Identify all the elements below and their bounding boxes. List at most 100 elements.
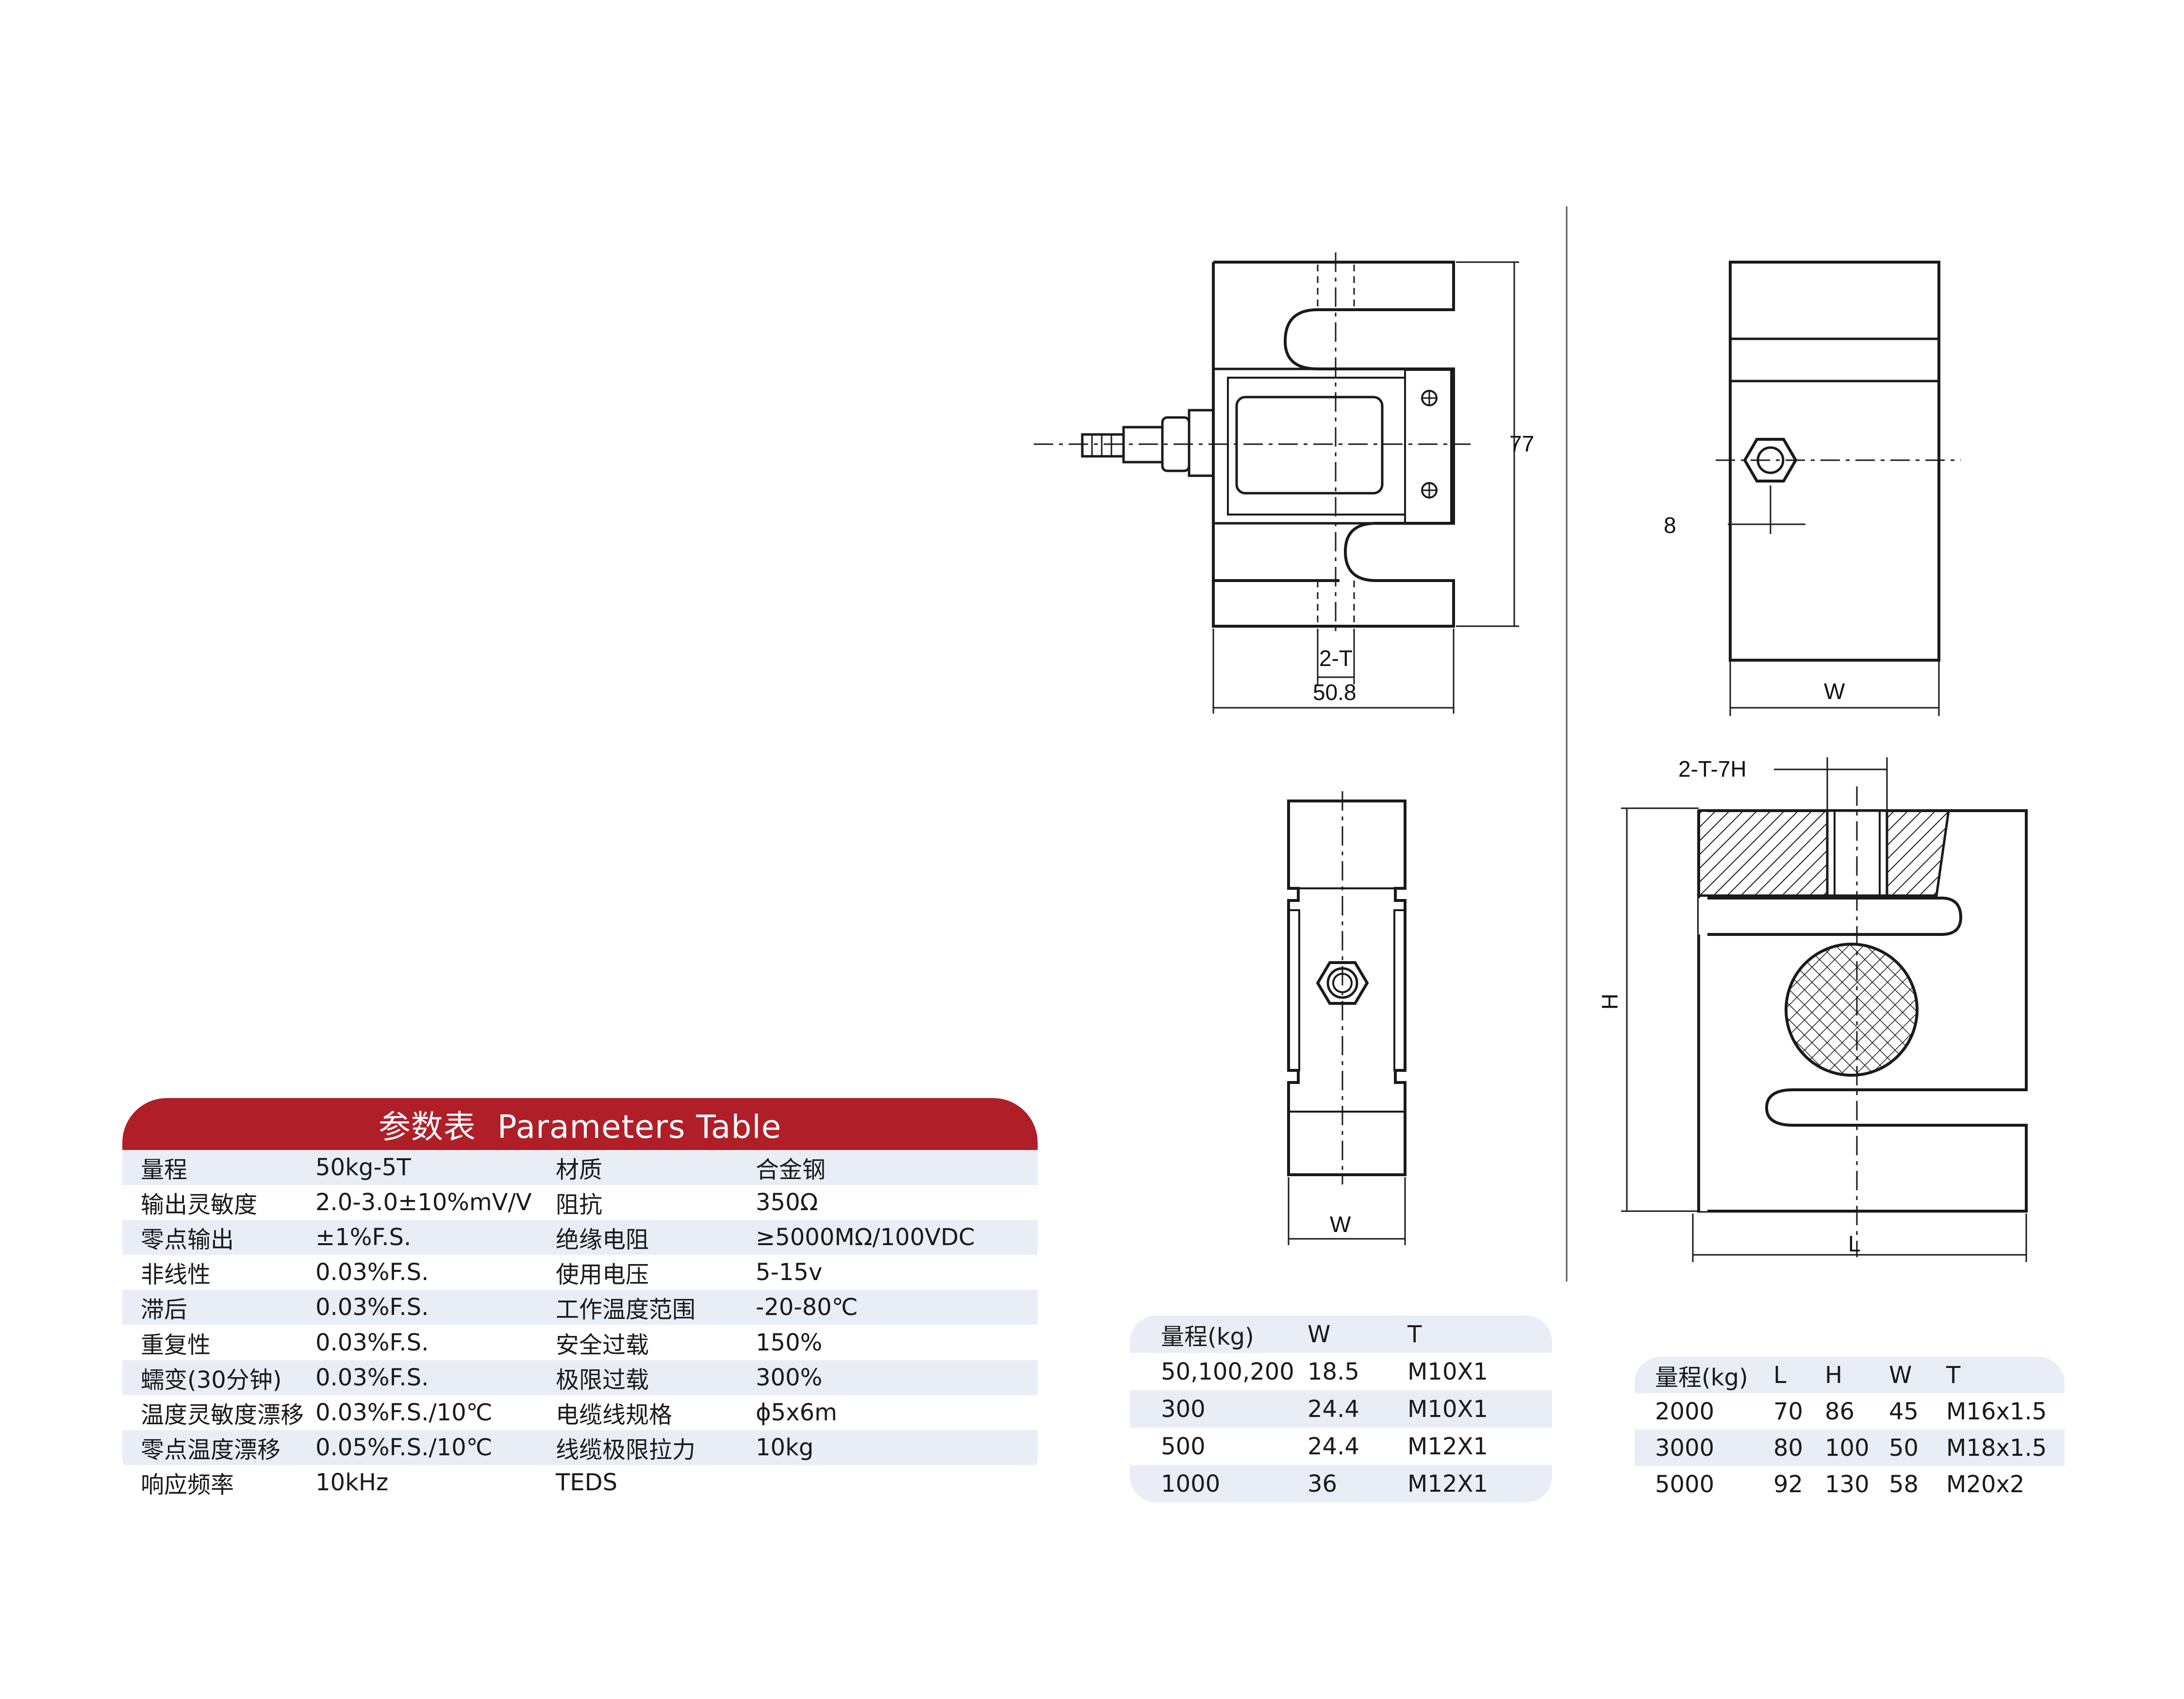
model-table-row: 1000 36 M12X1 (1130, 1465, 1552, 1502)
param-row: 蠕变(30分钟) 0.03%F.S. 极限过载 300% (122, 1360, 1038, 1395)
model-table-header: 量程(kg) (1161, 1323, 1254, 1350)
model-table-cell: 58 (1889, 1470, 1919, 1498)
front-view (1034, 252, 1519, 714)
param-value: 0.03%F.S. (315, 1364, 429, 1391)
param-label: 极限过载 (556, 1366, 649, 1394)
model-table-cell: 86 (1825, 1398, 1855, 1425)
model-table-header: T (1946, 1361, 1961, 1389)
param-value: 0.03%F.S. (315, 1294, 429, 1321)
model-table-cell: 500 (1161, 1432, 1206, 1460)
model-table-cell: M16x1.5 (1946, 1398, 2047, 1425)
parameters-table: 参数表 Parameters Table 量程 50kg-5T 材质 合金钢输出灵敏度… (122, 1098, 1038, 1500)
param-label: 重复性 (141, 1331, 211, 1359)
param-row: 量程 50kg-5T 材质 合金钢 (122, 1150, 1038, 1185)
param-label: 阻抗 (556, 1191, 603, 1219)
section-height-dim: H (1597, 994, 1622, 1010)
param-value: 300% (756, 1364, 823, 1391)
model-table-cell: 1000 (1161, 1470, 1221, 1498)
param-label: 滞后 (141, 1296, 188, 1324)
model-table-row: 300 24.4 M10X1 (1130, 1390, 1552, 1428)
param-label: 非线性 (141, 1261, 211, 1289)
model-table-cell: 36 (1307, 1470, 1338, 1498)
param-label: 绝缘电阻 (556, 1226, 649, 1254)
model-table-cell: 18.5 (1307, 1358, 1359, 1385)
model-table-cell: 100 (1825, 1434, 1870, 1462)
front-thread-dim: 2-T (1319, 646, 1353, 671)
section-length-dim: L (1848, 1231, 1861, 1256)
param-label: 蠕变(30分钟) (141, 1366, 282, 1394)
model-table-cell: 3000 (1655, 1434, 1715, 1462)
model-table-header: L (1773, 1361, 1787, 1389)
model-table-cell: 45 (1889, 1398, 1919, 1425)
parameters-table-header: 参数表 Parameters Table (122, 1098, 1038, 1150)
param-value: 50kg-5T (315, 1154, 411, 1182)
param-value: 0.03%F.S. (315, 1329, 429, 1356)
param-label: 零点输出 (141, 1226, 234, 1254)
param-label: 输出灵敏度 (141, 1191, 258, 1219)
param-label: 零点温度漂移 (141, 1436, 281, 1464)
model-table-cell: M10X1 (1407, 1395, 1488, 1423)
model-table-row: 50,100,200 18.5 M10X1 (1130, 1353, 1552, 1390)
param-value: 10kHz (315, 1468, 389, 1496)
model-table-cell: 5000 (1655, 1470, 1715, 1498)
section-thread-dim: 2-T-7H (1678, 756, 1747, 782)
param-row: 响应频率 10kHz TEDS (122, 1465, 1038, 1500)
param-value: 350Ω (756, 1189, 818, 1216)
bottom-width-dim: W (1330, 1212, 1351, 1237)
param-value: ≥5000MΩ/100VDC (756, 1224, 975, 1251)
model-table-cell: M12X1 (1407, 1470, 1488, 1498)
model-table-cell: M12X1 (1407, 1432, 1488, 1460)
model-table-cell: 2000 (1655, 1398, 1715, 1425)
param-value: 10kg (756, 1433, 814, 1461)
model-table-cell: M10X1 (1407, 1358, 1488, 1385)
param-label: 响应频率 (141, 1471, 234, 1499)
param-value: 5-15v (756, 1259, 823, 1286)
param-label: 温度灵敏度漂移 (141, 1401, 304, 1429)
model-table-cell: 24.4 (1307, 1395, 1359, 1423)
param-value: ±1%F.S. (315, 1224, 412, 1251)
side-width-dim: W (1824, 679, 1845, 704)
section-view (1621, 757, 2028, 1262)
model-table-cell: 50 (1889, 1434, 1919, 1462)
model-table-cell: 70 (1773, 1398, 1803, 1425)
param-value: 0.05%F.S./10℃ (315, 1433, 493, 1461)
front-width-dim: 50.8 (1313, 680, 1357, 705)
param-value: 2.0-3.0±10%mV/V (315, 1189, 532, 1216)
param-row: 零点温度漂移 0.05%F.S./10℃ 线缆极限拉力 10kg (122, 1430, 1038, 1465)
param-label: 安全过载 (556, 1331, 649, 1359)
param-label: TEDS (556, 1468, 618, 1496)
param-label: 线缆极限拉力 (556, 1436, 696, 1464)
param-value: 0.03%F.S. (315, 1259, 429, 1286)
param-value: 合金钢 (756, 1156, 826, 1184)
param-label: 材质 (556, 1156, 603, 1184)
param-value: -20-80℃ (756, 1294, 858, 1321)
param-row: 零点输出 ±1%F.S. 绝缘电阻 ≥5000MΩ/100VDC (122, 1220, 1038, 1255)
param-value: 0.03%F.S./10℃ (315, 1399, 493, 1426)
side-view (1716, 261, 1961, 716)
bottom-view (1287, 791, 1406, 1245)
model-table-cell: M18x1.5 (1946, 1434, 2047, 1462)
model-table-cell: M20x2 (1946, 1470, 2025, 1498)
model-table-header: H (1825, 1361, 1843, 1389)
model-table-cell: 300 (1161, 1395, 1206, 1423)
param-label: 使用电压 (556, 1261, 649, 1289)
parameters-table-body: 量程 50kg-5T 材质 合金钢输出灵敏度 2.0-3.0±10%mV/V 阻抗 350Ω… (122, 1150, 1038, 1500)
param-label: 量程 (141, 1156, 188, 1184)
param-row: 非线性 0.03%F.S. 使用电压 5-15v (122, 1255, 1038, 1290)
model-table-cell: 50,100,200 (1161, 1358, 1294, 1385)
model-table-header: W (1307, 1320, 1331, 1348)
param-label: 工作温度范围 (556, 1296, 696, 1324)
param-row: 滞后 0.03%F.S. 工作温度范围 -20-80℃ (122, 1290, 1038, 1325)
model-table-header: 量程(kg) (1655, 1364, 1748, 1391)
param-value: ϕ5x6m (756, 1399, 837, 1426)
model-table-cell: 92 (1773, 1470, 1803, 1498)
